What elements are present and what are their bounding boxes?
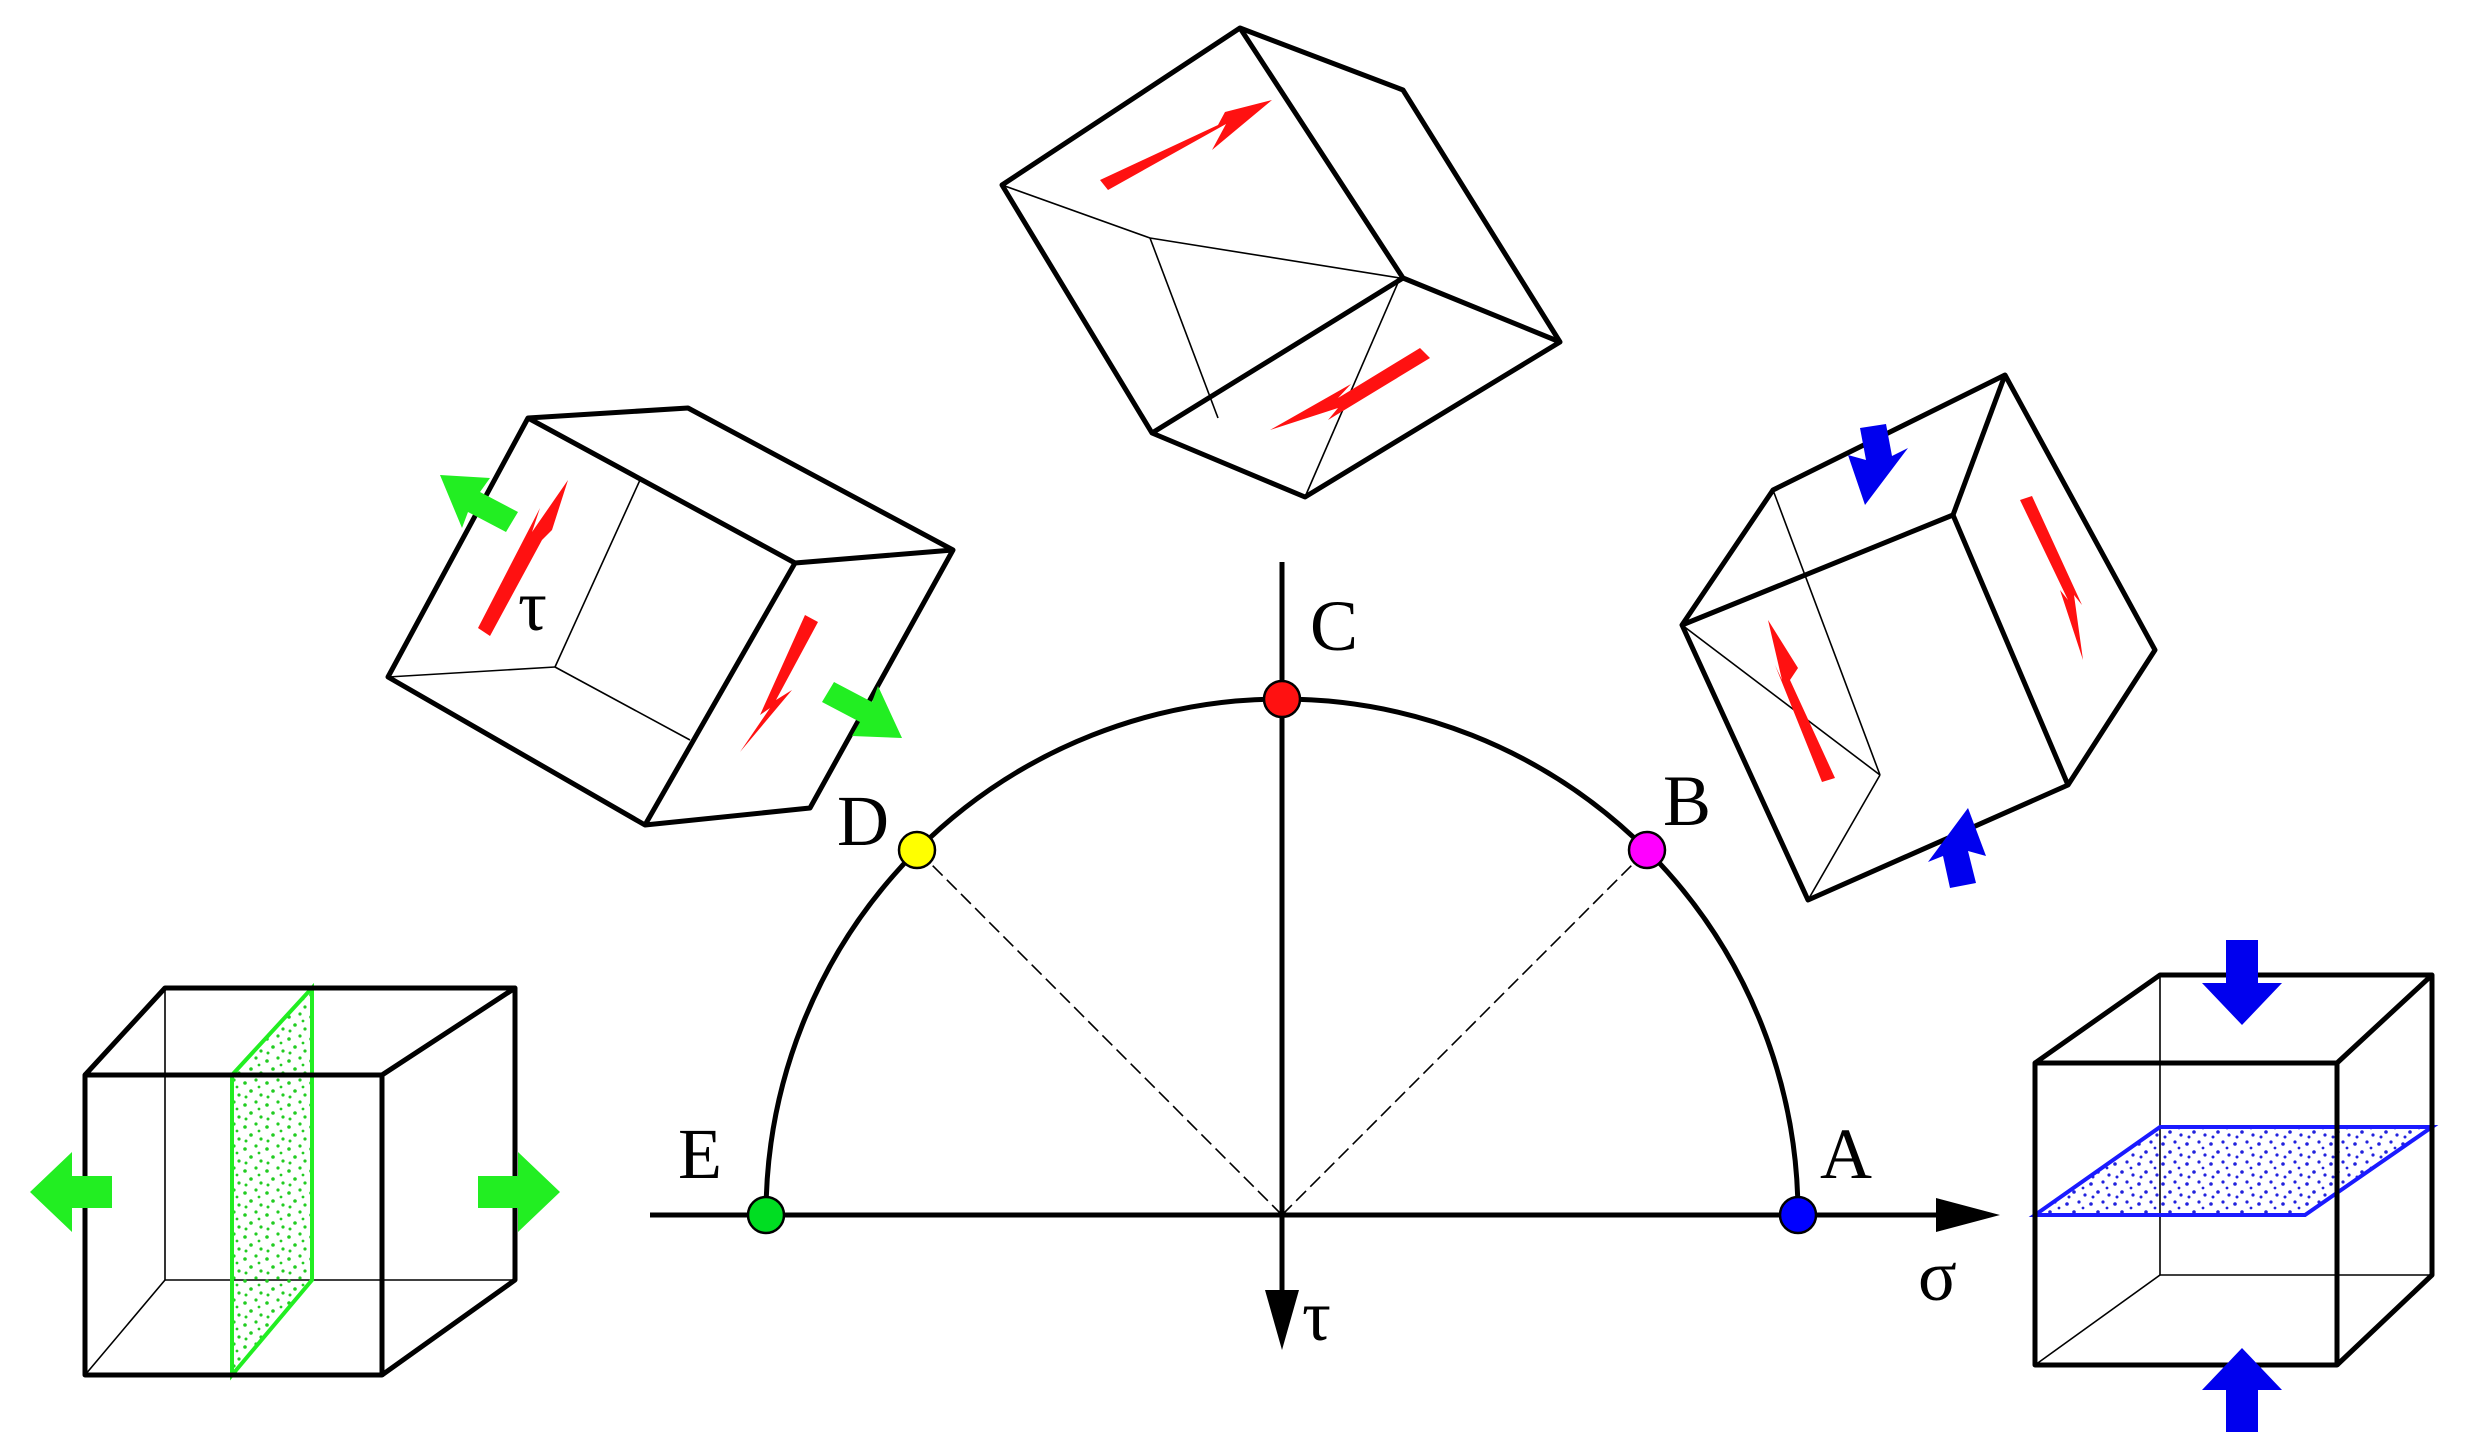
cube-outline [1679, 372, 2158, 903]
radius-to-d [916, 849, 1283, 1216]
point-e-label: E [678, 1114, 722, 1194]
cube-edge [380, 985, 517, 1078]
cube-inner-edges [1681, 512, 2071, 786]
point-e-marker [746, 1195, 786, 1235]
hidden-edge [1807, 774, 1881, 901]
point-d-label: D [837, 781, 889, 861]
hidden-edge [554, 479, 641, 668]
blue-arrow-icon [1928, 808, 1986, 888]
green-arrow-icon [30, 1152, 112, 1232]
cube-c-shear [999, 25, 1563, 500]
cube-b-compression-shear [1679, 372, 2158, 903]
hidden-edge [2034, 1274, 2161, 1366]
red-half-arrow-icon [1100, 100, 1272, 190]
blue-arrow-icon [2202, 940, 2282, 1025]
hidden-edge [84, 1279, 166, 1376]
cube-edge [1150, 275, 1405, 436]
cube-shear-label: τ [518, 566, 547, 646]
hidden-edge [1001, 184, 1151, 239]
cube-a-compression [2028, 940, 2439, 1432]
point-b-marker [1627, 830, 1667, 870]
red-half-arrow-icon [740, 615, 818, 752]
hidden-edge [554, 666, 691, 741]
cube-edge [1950, 374, 2008, 516]
cube-d-tension-shear: τ [385, 405, 956, 828]
red-half-arrow-icon [478, 480, 568, 636]
mohr-points: A B C D E [678, 586, 1872, 1235]
point-c-marker [1262, 679, 1302, 719]
mohr-axes: σ τ [650, 562, 2000, 1356]
tau-axis-arrowhead [1265, 1290, 1299, 1350]
compression-plane [2028, 1125, 2439, 1217]
point-b-label: B [1663, 761, 1711, 841]
point-a-marker [1778, 1195, 1818, 1235]
green-arrow-icon [478, 1152, 560, 1232]
hidden-edge [1304, 277, 1401, 498]
cube-edge [2335, 973, 2434, 1065]
red-half-arrow-icon [2020, 496, 2083, 660]
radius-to-b [1281, 849, 1648, 1216]
tension-plane [230, 982, 314, 1381]
point-c-label: C [1310, 586, 1358, 666]
green-arrow-icon [440, 475, 518, 532]
hidden-edge [387, 666, 556, 678]
cube-e-tension [30, 982, 560, 1381]
hidden-edge [1681, 624, 1881, 776]
point-d-marker [897, 830, 937, 870]
sigma-axis-label: σ [1918, 1236, 1957, 1316]
hidden-edge [1149, 237, 1401, 279]
blue-arrow-icon [2202, 1348, 2282, 1432]
cube-outline [999, 25, 1563, 500]
red-half-arrow-icon [1270, 348, 1430, 430]
cube-edge [642, 561, 798, 827]
red-half-arrow-icon [1768, 620, 1835, 782]
sigma-axis-arrowhead [1936, 1198, 2000, 1232]
hidden-edge [1772, 489, 1881, 776]
cube-inner-edges [526, 415, 954, 566]
hidden-edge [1149, 237, 1219, 419]
cube-outline [385, 405, 956, 828]
tau-axis-label: τ [1302, 1276, 1331, 1356]
point-a-label: A [1820, 1114, 1872, 1194]
blue-arrow-icon [1848, 424, 1908, 505]
cube-inner-edges [1237, 26, 1561, 345]
green-arrow-icon [822, 682, 902, 738]
